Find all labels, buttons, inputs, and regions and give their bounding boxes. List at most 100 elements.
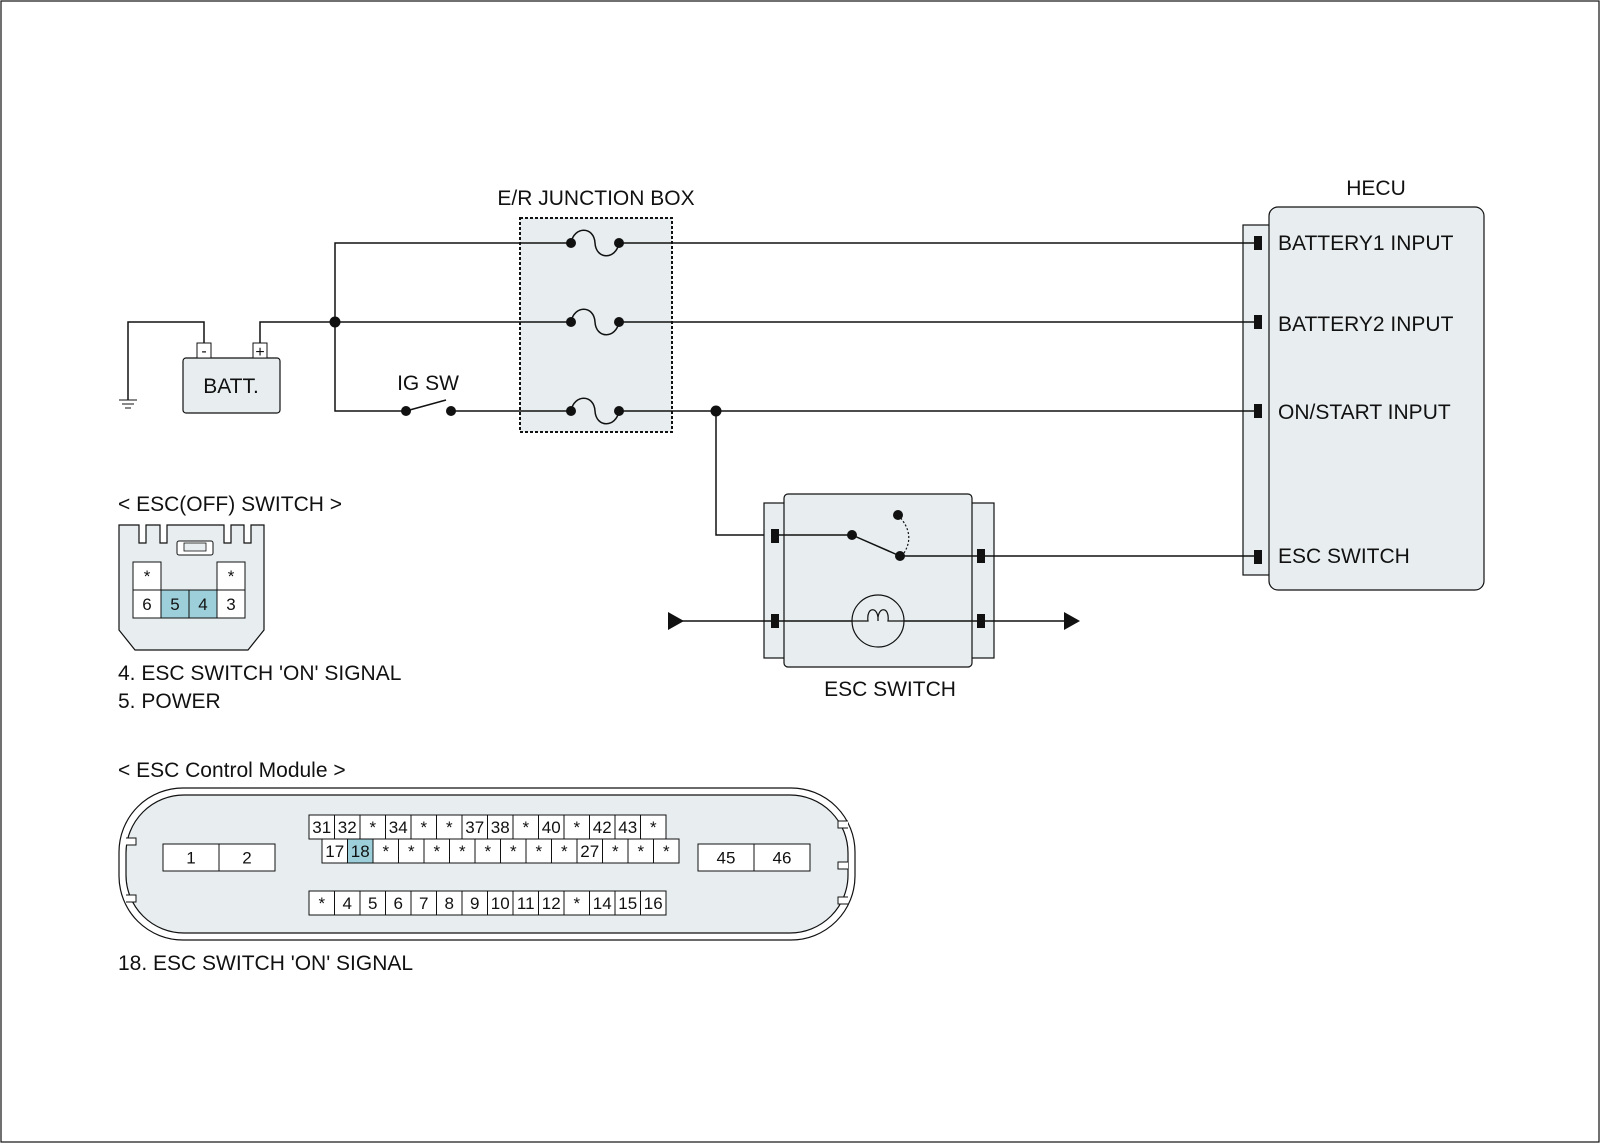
- connector-pin-label: 42: [593, 818, 612, 837]
- hecu-terminal: [1254, 550, 1262, 564]
- connector-pin-cell: *: [512, 814, 539, 840]
- connector-pin-label: 1: [186, 849, 195, 868]
- fuse-3: [566, 397, 624, 425]
- battery-label: BATT.: [203, 375, 259, 398]
- connector-pin-label: *: [228, 567, 235, 586]
- connector-pin-label: 40: [542, 818, 561, 837]
- connector-pin-label: *: [484, 842, 491, 861]
- connector-pin-cell: 6: [385, 890, 412, 916]
- connector-pin-label: 43: [618, 818, 637, 837]
- connector-pin-label: *: [144, 567, 151, 586]
- connector-pin-label: 27: [580, 842, 599, 861]
- connector-pin-label: 46: [773, 849, 792, 868]
- connector-pin-cell: *: [216, 561, 246, 591]
- connector-pin-label: 5: [368, 894, 377, 913]
- connector-pin-cell: 15: [614, 890, 641, 916]
- esc-module-title: < ESC Control Module >: [118, 759, 346, 782]
- connector-pin-cell: 32: [334, 814, 361, 840]
- connector-pin-cell: *: [653, 838, 680, 864]
- connector-pin-cell: 46: [753, 843, 811, 872]
- connector-pin-label: 37: [465, 818, 484, 837]
- connector-pin-cell: 1: [162, 843, 220, 872]
- connector-pin-cell: *: [500, 838, 527, 864]
- battery-minus-sign: -: [201, 343, 206, 360]
- connector-pin-cell: *: [436, 814, 463, 840]
- connector-pin-label: 15: [618, 894, 637, 913]
- connector-pin-cell: 3: [216, 589, 246, 619]
- connector-pin-cell: 37: [461, 814, 488, 840]
- ig-feed-wire: [334, 322, 406, 412]
- connector-pin-cell: 9: [461, 890, 488, 916]
- lamp-feed-arrow: [668, 612, 771, 630]
- battery-plus-sign: +: [255, 344, 264, 361]
- ig-sw-label: IG SW: [397, 372, 459, 395]
- hecu-pin-battery1: BATTERY1 INPUT: [1278, 232, 1454, 255]
- esc-switch-terminal: [771, 529, 779, 543]
- esc-contact-switch: [779, 510, 977, 561]
- connector-pin-label: *: [369, 818, 376, 837]
- connector-pin-cell: 27: [576, 838, 603, 864]
- connector-pin-label: 14: [593, 894, 612, 913]
- esc-module-note-18: 18. ESC SWITCH 'ON' SIGNAL: [118, 952, 413, 975]
- connector-pin-label: 17: [325, 842, 344, 861]
- ground-icon: [119, 321, 205, 409]
- esc-module-connector: [118, 787, 856, 941]
- esc-off-switch-title: < ESC(OFF) SWITCH >: [118, 493, 342, 516]
- connector-pin-label: *: [573, 894, 580, 913]
- hecu-pin-on-start: ON/START INPUT: [1278, 401, 1451, 424]
- connector-pin-cell: *: [551, 838, 578, 864]
- connector-pin-cell: *: [563, 814, 590, 840]
- connector-pin-cell: *: [449, 838, 476, 864]
- battery-main-wire: [259, 321, 571, 343]
- esc-switch-terminal: [977, 614, 985, 628]
- battery: [182, 357, 281, 414]
- connector-pin-label: *: [459, 842, 466, 861]
- connector-pin-label: 2: [242, 849, 251, 868]
- esc-off-note-4: 4. ESC SWITCH 'ON' SIGNAL: [118, 662, 401, 685]
- connector-pin-cell: 43: [614, 814, 641, 840]
- connector-pin-cell: *: [372, 838, 399, 864]
- connector-pin-label: 31: [312, 818, 331, 837]
- connector-pin-label: *: [612, 842, 619, 861]
- connector-pin-cell: *: [627, 838, 654, 864]
- connector-pin-label: 12: [542, 894, 561, 913]
- connector-pin-label: 32: [338, 818, 357, 837]
- connector-pin-cell: *: [423, 838, 450, 864]
- connector-pin-cell: *: [602, 838, 629, 864]
- connector-pin-label: 4: [198, 595, 207, 614]
- connector-pin-label: 5: [170, 595, 179, 614]
- connector-pin-cell: 7: [410, 890, 437, 916]
- connector-pin-cell: *: [308, 890, 335, 916]
- connector-pin-label: 6: [394, 894, 403, 913]
- esc-switch-terminal: [977, 549, 985, 563]
- connector-pin-cell: 38: [487, 814, 514, 840]
- connector-pin-label: *: [561, 842, 568, 861]
- connector-pin-label: 8: [445, 894, 454, 913]
- connector-pin-cell: *: [525, 838, 552, 864]
- hecu-box: [1268, 206, 1485, 591]
- connector-pin-label: 4: [343, 894, 352, 913]
- connector-pin-cell: 42: [589, 814, 616, 840]
- hecu-pin-battery2: BATTERY2 INPUT: [1278, 313, 1454, 336]
- connector-pin-cell: 45: [697, 843, 755, 872]
- connector-pin-cell: 4: [188, 589, 218, 619]
- connector-pin-cell: 8: [436, 890, 463, 916]
- lamp-output-arrow: [985, 612, 1080, 630]
- connector-pin-label: 6: [142, 595, 151, 614]
- junction-box: [519, 217, 673, 433]
- connector-pin-label: *: [637, 842, 644, 861]
- connector-pin-cell: 5: [160, 589, 190, 619]
- esc-switch-label: ESC SWITCH: [824, 678, 956, 701]
- connector-pin-cell: 2: [218, 843, 276, 872]
- connector-pin-cell: 14: [589, 890, 616, 916]
- hecu-pin-esc-switch: ESC SWITCH: [1278, 545, 1410, 568]
- connector-pin-cell: *: [398, 838, 425, 864]
- esc-switch-power-wire: [715, 411, 777, 536]
- connector-pin-cell: *: [359, 814, 386, 840]
- connector-pin-label: *: [408, 842, 415, 861]
- connector-pin-cell: *: [132, 561, 162, 591]
